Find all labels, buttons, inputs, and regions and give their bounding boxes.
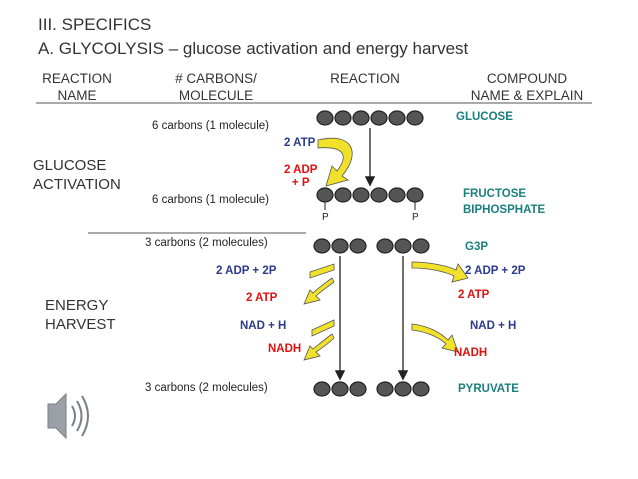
label-left-atp: 2 ATP (246, 292, 278, 304)
label-left-adp: 2 ADP + 2P (216, 265, 277, 277)
carbons-fructose: 6 carbons (1 molecule) (152, 194, 269, 206)
arrow-left-nad-in (311, 319, 335, 337)
label-right-adp: 2 ADP + 2P (465, 265, 526, 277)
fructose-molecule (316, 187, 424, 203)
label-activation-adp: 2 ADP + P (284, 164, 317, 190)
header-reaction: REACTION (330, 71, 400, 86)
compound-fructose: FRUCTOSE BIPHOSPHATE (463, 186, 545, 218)
pyruvate-carbon (394, 381, 412, 397)
compound-pyruvate: PYRUVATE (458, 383, 519, 395)
g3p-carbon (376, 238, 394, 254)
compound-fructose-line1: FRUCTOSE (463, 188, 527, 200)
arrow-right-adp-atp (411, 261, 469, 283)
header-carbons-line1: # CARBONS/ (175, 71, 257, 86)
phosphate-label-left: P (322, 212, 329, 223)
glucose-carbon (388, 110, 406, 126)
header-compound-line2: NAME & EXPLAIN (470, 88, 584, 103)
arrow-left-adp-in (309, 263, 335, 279)
glucose-carbon (334, 110, 352, 126)
header-reaction-name: REACTION NAME (38, 70, 116, 104)
label-left-nadh: NADH (268, 343, 302, 355)
glucose-carbon (370, 110, 388, 126)
g3p-carbon (412, 238, 430, 254)
row-label-energy-harvest-line1: ENERGY (45, 297, 109, 314)
row-label-glucose-activation-line1: GLUCOSE (33, 157, 107, 174)
g3p-carbon (331, 238, 349, 254)
g3p-carbon (394, 238, 412, 254)
title-line-1: III. SPECIFICS (38, 15, 152, 34)
fructose-carbon (406, 187, 424, 203)
pyruvate-carbon (313, 381, 331, 397)
pyruvate-carbon (331, 381, 349, 397)
title-line-2: A. GLYCOLYSIS – glucose activation and e… (38, 39, 469, 58)
compound-g3p: G3P (465, 241, 489, 253)
label-left-nad: NAD + H (240, 320, 287, 332)
g3p-carbon (349, 238, 367, 254)
compound-glucose: GLUCOSE (456, 111, 513, 123)
glucose-carbon (316, 110, 334, 126)
glucose-carbon (352, 110, 370, 126)
header-reaction-name-line1: REACTION (42, 71, 112, 86)
row-label-energy-harvest: ENERGY HARVEST (45, 296, 116, 334)
speaker-icon (47, 392, 89, 440)
fructose-carbon (352, 187, 370, 203)
row-label-glucose-activation: GLUCOSE ACTIVATION (33, 156, 121, 194)
label-right-nadh: NADH (454, 347, 488, 359)
g3p-carbon (313, 238, 331, 254)
header-compound-line1: COMPOUND (486, 71, 568, 86)
fructose-carbon (334, 187, 352, 203)
label-right-nad: NAD + H (470, 320, 517, 332)
arrow-left-nadh-out (303, 333, 335, 361)
header-carbons-line2: MOLECULE (178, 88, 254, 103)
compound-fructose-line2: BIPHOSPHATE (463, 204, 546, 216)
label-activation-adp-line1: 2 ADP (284, 164, 318, 176)
header-compound: COMPOUND NAME & EXPLAIN (462, 70, 592, 104)
header-reaction-name-line2: NAME (57, 88, 97, 103)
fructose-carbon (388, 187, 406, 203)
pyruvate-molecules (313, 381, 430, 397)
carbons-g3p: 3 carbons (2 molecules) (145, 237, 268, 249)
label-activation-atp: 2 ATP (284, 137, 316, 149)
carbons-glucose: 6 carbons (1 molecule) (152, 120, 269, 132)
phosphate-label-right: P (412, 212, 419, 223)
glucose-molecule (316, 110, 424, 126)
arrow-atp-to-adp (317, 137, 353, 187)
pyruvate-carbon (412, 381, 430, 397)
carbons-pyruvate: 3 carbons (2 molecules) (145, 382, 268, 394)
label-right-atp: 2 ATP (458, 289, 490, 301)
fructose-carbon (370, 187, 388, 203)
row-label-energy-harvest-line2: HARVEST (45, 316, 116, 333)
row-label-glucose-activation-line2: ACTIVATION (33, 176, 121, 193)
g3p-molecules (313, 238, 430, 254)
label-activation-adp-line2: + P (291, 177, 310, 189)
pyruvate-carbon (349, 381, 367, 397)
pyruvate-carbon (376, 381, 394, 397)
arrow-right-nad-nadh (411, 323, 459, 353)
fructose-carbon (316, 187, 334, 203)
header-carbons: # CARBONS/ MOLECULE (166, 70, 266, 104)
glucose-carbon (406, 110, 424, 126)
arrow-left-atp-out (303, 277, 335, 305)
